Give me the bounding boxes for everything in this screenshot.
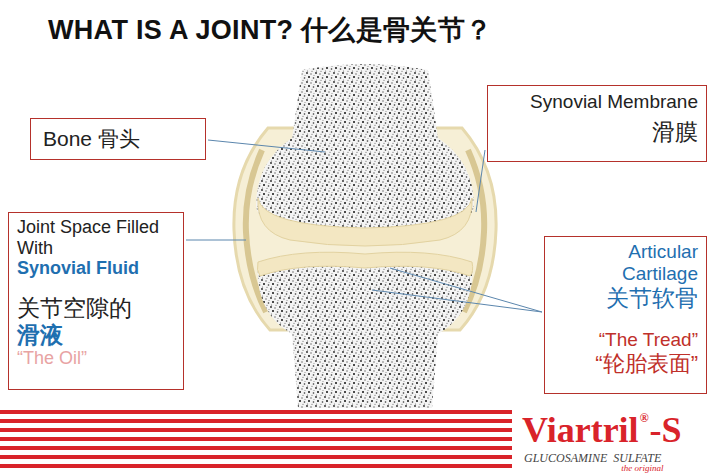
label-text: Synovial Fluid	[17, 258, 175, 279]
lower-bone	[258, 254, 473, 408]
logo-text: GLUCOSAMINE	[524, 452, 607, 464]
leader-line	[186, 140, 542, 312]
label-text: “The Oil”	[17, 348, 175, 369]
upper-cartilage	[258, 198, 472, 246]
label-box: Synovial Membrane 滑膜	[487, 85, 707, 162]
label-box: Joint Space Filled WithSynovial Fluid 关节空…	[8, 212, 184, 390]
logo-text: ®	[640, 412, 649, 424]
label-box: Bone 骨头	[30, 118, 206, 160]
logo-text: -S	[650, 412, 682, 448]
label-text: 关节空隙的	[17, 295, 175, 321]
logo-text: SULFATE	[613, 452, 661, 464]
label-text: Bone 骨头	[43, 127, 193, 151]
label-text: 滑膜	[496, 119, 698, 145]
label-text: Joint Space Filled With	[17, 217, 175, 258]
label-box: Articular Cartilage关节软骨 “The Tread”“轮胎表面”	[544, 236, 707, 394]
logo-text: Viartril	[522, 412, 639, 448]
logo-text: the original	[621, 464, 663, 473]
label-text: 滑液	[17, 322, 175, 348]
lower-cartilage	[257, 252, 472, 276]
title: WHAT IS A JOINT? 什么是骨关节？	[48, 12, 492, 48]
label-text: Articular Cartilage	[553, 241, 698, 285]
label-text: Synovial Membrane	[496, 91, 698, 113]
label-text: “The Tread”	[553, 329, 698, 351]
label-text: “轮胎表面”	[553, 351, 698, 376]
stripe-band	[0, 410, 713, 468]
upper-bone	[256, 64, 474, 238]
label-text: 关节软骨	[553, 285, 698, 311]
